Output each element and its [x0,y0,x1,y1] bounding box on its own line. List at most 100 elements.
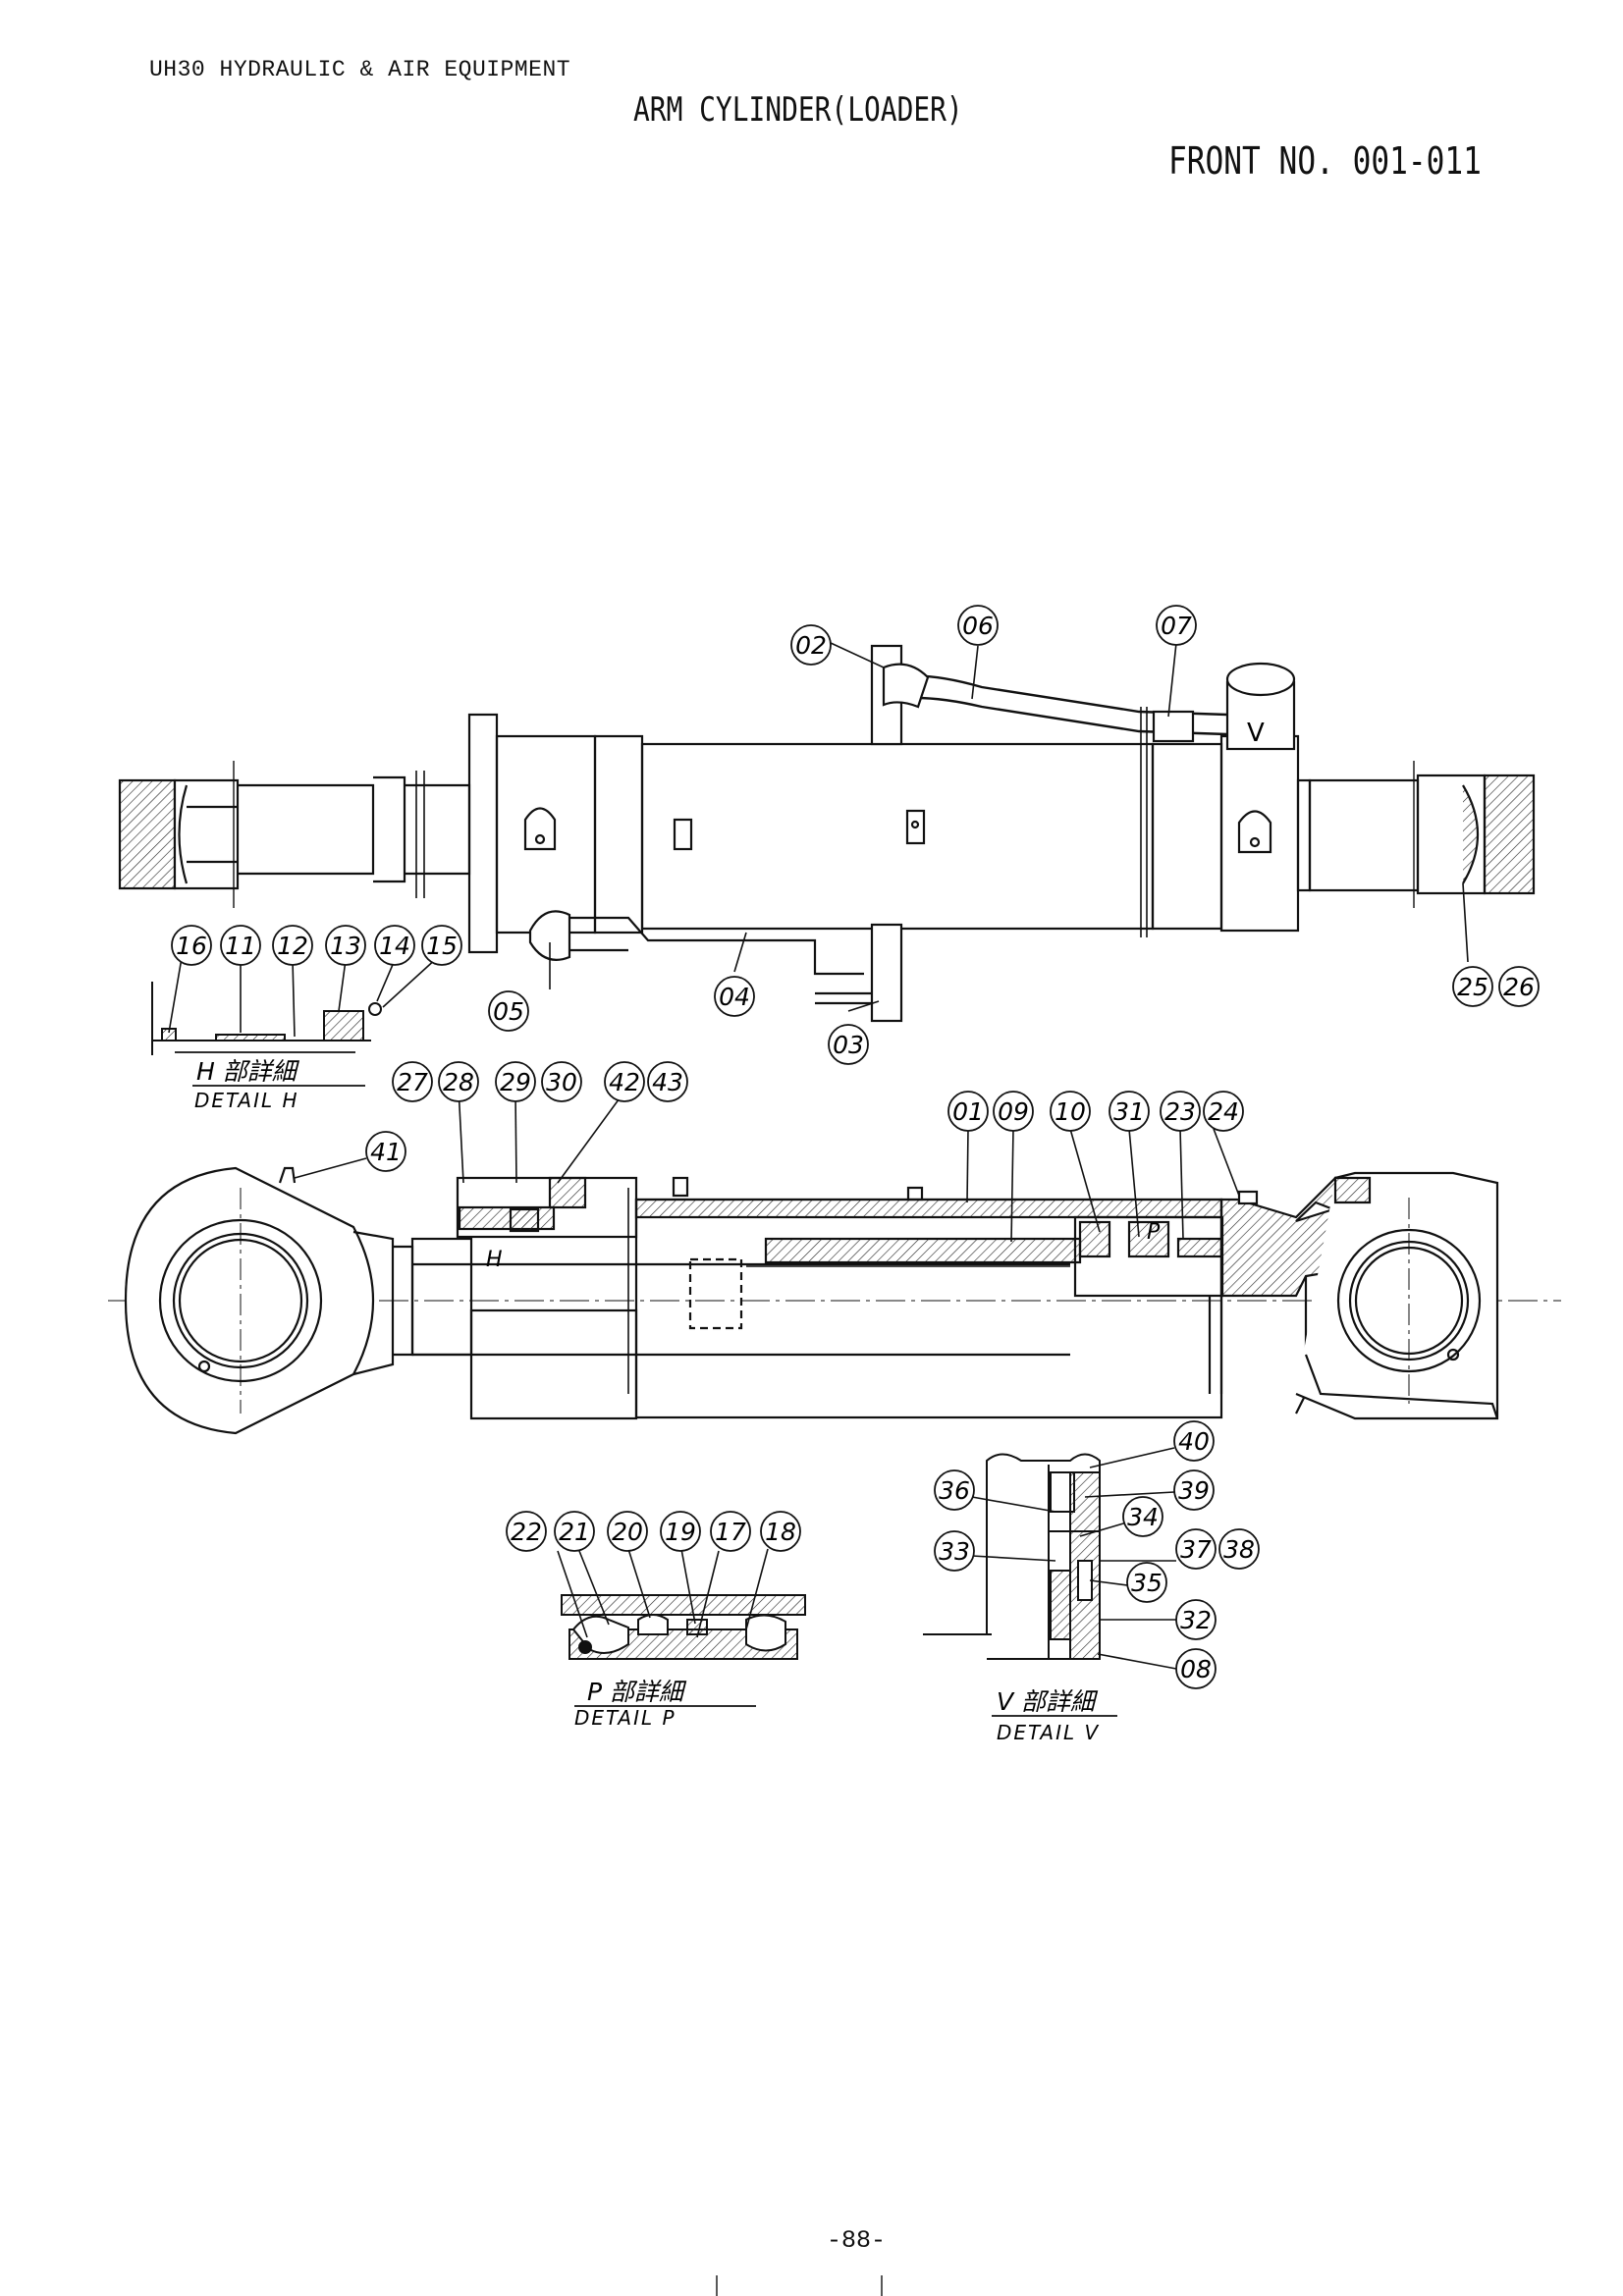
detail-h-title-ja: H 部詳細 [196,1057,300,1086]
svg-text:07: 07 [1161,612,1192,640]
callout-02: 02 [790,624,832,666]
top-cylinder-view [118,644,1536,1023]
callout-39: 39 [1173,1469,1215,1511]
svg-text:18: 18 [765,1518,796,1546]
pipe-06 [883,674,1228,717]
left-clevis [118,778,177,890]
callout-16: 16 [171,925,212,966]
detail-v-title-ja: V 部詳細 [997,1687,1099,1716]
svg-text:32: 32 [1180,1606,1212,1634]
detail-v-figure [923,1453,1101,1660]
callout-12: 12 [272,925,313,966]
detail-v-title-en: DETAIL V [997,1721,1100,1744]
callout-23: 23 [1160,1091,1201,1132]
svg-text:11: 11 [225,932,256,960]
callout-27: 27 [392,1061,433,1102]
right-clevis [1483,774,1536,895]
svg-text:43: 43 [652,1068,683,1096]
callout-40: 40 [1173,1420,1215,1462]
svg-text:24: 24 [1208,1097,1239,1126]
svg-text:01: 01 [952,1097,984,1126]
svg-text:28: 28 [443,1068,474,1096]
detail-h-figure [151,982,382,1055]
marker-h: H [486,1248,503,1272]
svg-text:02: 02 [795,631,827,660]
svg-text:09: 09 [998,1097,1029,1126]
callout-05: 05 [488,990,529,1032]
callout-21: 21 [554,1511,595,1552]
svg-text:06: 06 [962,612,994,640]
svg-text:30: 30 [546,1068,577,1096]
callout-30: 30 [541,1061,582,1102]
page-number: -88- [827,2226,887,2255]
svg-text:35: 35 [1131,1569,1163,1597]
callout-38: 38 [1218,1528,1260,1570]
page-title: ARM CYLINDER(LOADER) [633,90,963,130]
svg-text:17: 17 [715,1518,746,1546]
callout-31: 31 [1109,1091,1150,1132]
callout-34: 34 [1122,1496,1163,1537]
svg-text:08: 08 [1180,1655,1212,1683]
pipe-block-03 [870,923,903,1023]
gland [469,1308,638,1420]
cylinder-head [467,713,499,954]
svg-text:33: 33 [939,1537,970,1566]
detail-h-title-en: DETAIL H [194,1089,299,1112]
front-number: FRONT NO. 001-011 [1168,139,1482,183]
svg-text:13: 13 [330,932,361,960]
callout-42: 42 [604,1061,645,1102]
callout-35: 35 [1126,1562,1167,1603]
marker-v: V [1247,719,1265,748]
svg-text:26: 26 [1503,973,1535,1001]
callout-36: 36 [934,1469,975,1511]
cylinder-tube [640,742,1155,931]
svg-text:21: 21 [559,1518,590,1546]
callout-01: 01 [947,1091,989,1132]
section-cylinder-view [108,1166,1561,1435]
callout-32: 32 [1175,1599,1217,1640]
callout-10: 10 [1050,1091,1091,1132]
svg-text:25: 25 [1457,973,1488,1001]
svg-text:41: 41 [370,1138,402,1166]
svg-text:40: 40 [1178,1427,1210,1456]
svg-text:20: 20 [612,1518,643,1546]
callout-28: 28 [438,1061,479,1102]
callout-25: 25 [1452,966,1493,1007]
detail-p-figure [561,1594,806,1660]
detail-p-title-ja: P 部詳細 [587,1678,687,1706]
svg-text:37: 37 [1180,1535,1212,1564]
callout-11: 11 [220,925,261,966]
svg-text:05: 05 [493,997,524,1026]
svg-text:16: 16 [176,932,207,960]
callout-24: 24 [1203,1091,1244,1132]
callout-15: 15 [421,925,462,966]
header-series: UH30 HYDRAULIC & AIR EQUIPMENT [149,57,571,82]
svg-text:29: 29 [500,1068,531,1096]
svg-text:04: 04 [719,983,750,1011]
callout-29: 29 [495,1061,536,1102]
callout-04: 04 [714,976,755,1017]
svg-text:38: 38 [1223,1535,1255,1564]
callout-22: 22 [506,1511,547,1552]
callout-07: 07 [1156,605,1197,646]
detail-p-title-en: DETAIL P [574,1706,676,1730]
callout-14: 14 [374,925,415,966]
callout-13: 13 [325,925,366,966]
callout-33: 33 [934,1530,975,1572]
callout-17: 17 [710,1511,751,1552]
svg-text:42: 42 [609,1068,640,1096]
svg-text:31: 31 [1113,1097,1145,1126]
callout-20: 20 [607,1511,648,1552]
leader-lines [168,642,1469,1670]
callout-09: 09 [993,1091,1034,1132]
callout-18: 18 [760,1511,801,1552]
callout-43: 43 [647,1061,688,1102]
base-eye [1295,1171,1499,1420]
callout-03: 03 [828,1024,869,1065]
svg-text:39: 39 [1178,1476,1210,1505]
svg-text:36: 36 [939,1476,970,1505]
callout-41: 41 [365,1131,406,1172]
svg-text:12: 12 [277,932,308,960]
svg-text:15: 15 [426,932,458,960]
